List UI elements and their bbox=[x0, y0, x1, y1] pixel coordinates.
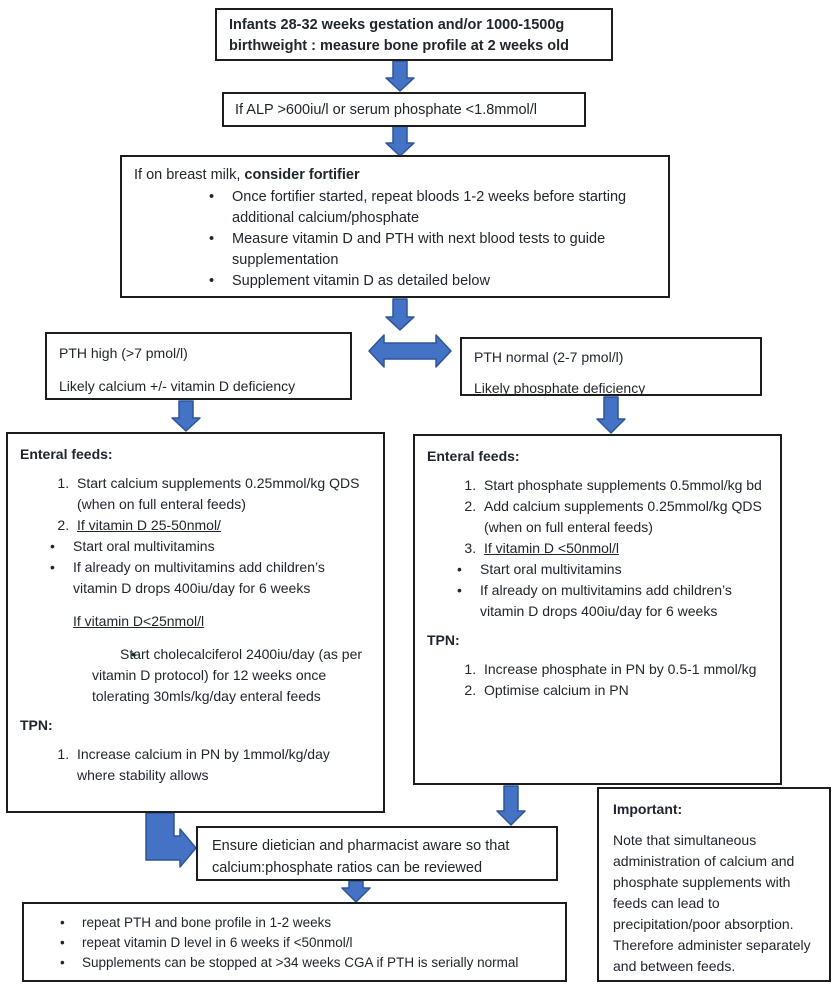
list-item: Start oral multivitamins bbox=[427, 559, 768, 580]
phosphate-plan-numbered-list: Start phosphate supplements 0.5mmol/kg b… bbox=[427, 475, 768, 622]
pth-high-line2: Likely calcium +/- vitamin D deficiency bbox=[59, 378, 296, 394]
pth-normal-node: PTH normal (2-7 pmol/l) Likely phosphate… bbox=[460, 337, 762, 396]
list-item: Supplements can be stopped at >34 weeks … bbox=[34, 953, 555, 973]
important-note-node: Important: Note that simultaneous admini… bbox=[597, 787, 831, 982]
arrow-fortifier-down bbox=[385, 298, 415, 331]
arrow-phosphate-plan-down bbox=[496, 785, 526, 826]
list-item: If vitamin D 25-50nmol/ Start oral multi… bbox=[50, 515, 371, 599]
ensure-review-text: Ensure dietician and pharmacist aware so… bbox=[212, 838, 510, 876]
list-item: Increase phosphate in PN by 0.5-1 mmol/k… bbox=[480, 659, 768, 680]
list-item: Start oral multivitamins bbox=[20, 536, 371, 557]
list-item: Start cholecalciferol 2400iu/day (as per… bbox=[20, 644, 371, 707]
enteral-feeds-heading: Enteral feeds: bbox=[20, 446, 113, 462]
start-node: Infants 28-32 weeks gestation and/or 100… bbox=[215, 8, 613, 61]
start-node-text: Infants 28-32 weeks gestation and/or 100… bbox=[229, 17, 570, 54]
list-item: Once fortifier started, repeat bloods 1-… bbox=[134, 187, 656, 229]
arrow-start-to-alp bbox=[385, 60, 415, 92]
followup-bullet-list: repeat PTH and bone profile in 1-2 weeks… bbox=[34, 913, 555, 973]
fortifier-node: If on breast milk, consider fortifier On… bbox=[120, 155, 670, 298]
alp-criteria-text: If ALP >600iu/l or serum phosphate <1.8m… bbox=[235, 102, 537, 118]
fortifier-heading-plain: If on breast milk, bbox=[134, 167, 245, 183]
fortifier-heading: If on breast milk, consider fortifier bbox=[134, 165, 656, 186]
sub-bullet-list: Start oral multivitamins If already on m… bbox=[20, 536, 371, 599]
pth-high-node: PTH high (>7 pmol/l) Likely calcium +/- … bbox=[45, 332, 352, 400]
pth-normal-line1: PTH normal (2-7 pmol/l) bbox=[474, 349, 624, 365]
calcium-plan-node: Enteral feeds: Start calcium supplements… bbox=[6, 432, 385, 813]
list-item: Increase calcium in PN by 1mmol/kg/day w… bbox=[73, 744, 371, 786]
arrow-pth-high-down bbox=[171, 400, 201, 432]
enteral-feeds-heading: Enteral feeds: bbox=[427, 448, 520, 464]
calcium-tpn-numbered-list: Increase calcium in PN by 1mmol/kg/day w… bbox=[20, 744, 371, 786]
important-heading: Important: bbox=[613, 801, 683, 817]
list-item: If vitamin D <50nmol/l Start oral multiv… bbox=[457, 538, 768, 622]
phosphate-tpn-numbered-list: Increase phosphate in PN by 0.5-1 mmol/k… bbox=[427, 659, 768, 701]
vitamin-d-below-50-heading: If vitamin D <50nmol/l bbox=[484, 540, 619, 556]
arrow-pth-normal-down bbox=[596, 396, 626, 434]
fortifier-bullet-list: Once fortifier started, repeat bloods 1-… bbox=[134, 187, 656, 292]
list-item: Measure vitamin D and PTH with next bloo… bbox=[134, 229, 656, 271]
list-item: repeat vitamin D level in 6 weeks if <50… bbox=[34, 933, 555, 953]
list-item: If already on multivitamins add children… bbox=[20, 557, 371, 599]
phosphate-plan-node: Enteral feeds: Start phosphate supplemen… bbox=[413, 434, 782, 785]
vitamin-d-25-50-heading: If vitamin D 25-50nmol/ bbox=[77, 517, 221, 533]
arrow-calcium-plan-elbow bbox=[145, 812, 197, 868]
pth-normal-line2: Likely phosphate deficiency bbox=[474, 380, 646, 396]
list-item: Add calcium supplements 0.25mmol/kg QDS … bbox=[480, 496, 768, 538]
followup-node: repeat PTH and bone profile in 1-2 weeks… bbox=[22, 902, 567, 982]
list-item: If already on multivitamins add children… bbox=[427, 580, 768, 622]
list-item: Optimise calcium in PN bbox=[480, 680, 768, 701]
arrow-ensure-down bbox=[341, 880, 371, 903]
arrow-alp-to-fortifier bbox=[385, 125, 415, 157]
arrow-pth-double-horizontal bbox=[368, 334, 452, 368]
list-item: Supplement vitamin D as detailed below bbox=[134, 271, 656, 292]
vitamin-d-below-25-heading: If vitamin D<25nmol/l bbox=[73, 613, 205, 629]
list-item: Start phosphate supplements 0.5mmol/kg b… bbox=[480, 475, 768, 496]
sub-bullet-list: Start oral multivitamins If already on m… bbox=[427, 559, 768, 622]
important-body: Note that simultaneous administration of… bbox=[613, 832, 811, 974]
tpn-heading: TPN: bbox=[427, 632, 460, 648]
alp-criteria-node: If ALP >600iu/l or serum phosphate <1.8m… bbox=[222, 92, 586, 127]
calcium-plan-numbered-list: Start calcium supplements 0.25mmol/kg QD… bbox=[20, 473, 371, 599]
fortifier-heading-bold: consider fortifier bbox=[244, 167, 360, 183]
list-item: repeat PTH and bone profile in 1-2 weeks bbox=[34, 913, 555, 933]
pth-high-line1: PTH high (>7 pmol/l) bbox=[59, 345, 188, 361]
cholecalciferol-bullet-list: Start cholecalciferol 2400iu/day (as per… bbox=[20, 644, 371, 707]
tpn-heading: TPN: bbox=[20, 717, 53, 733]
ensure-review-node: Ensure dietician and pharmacist aware so… bbox=[196, 826, 558, 881]
list-item: Start calcium supplements 0.25mmol/kg QD… bbox=[73, 473, 371, 515]
